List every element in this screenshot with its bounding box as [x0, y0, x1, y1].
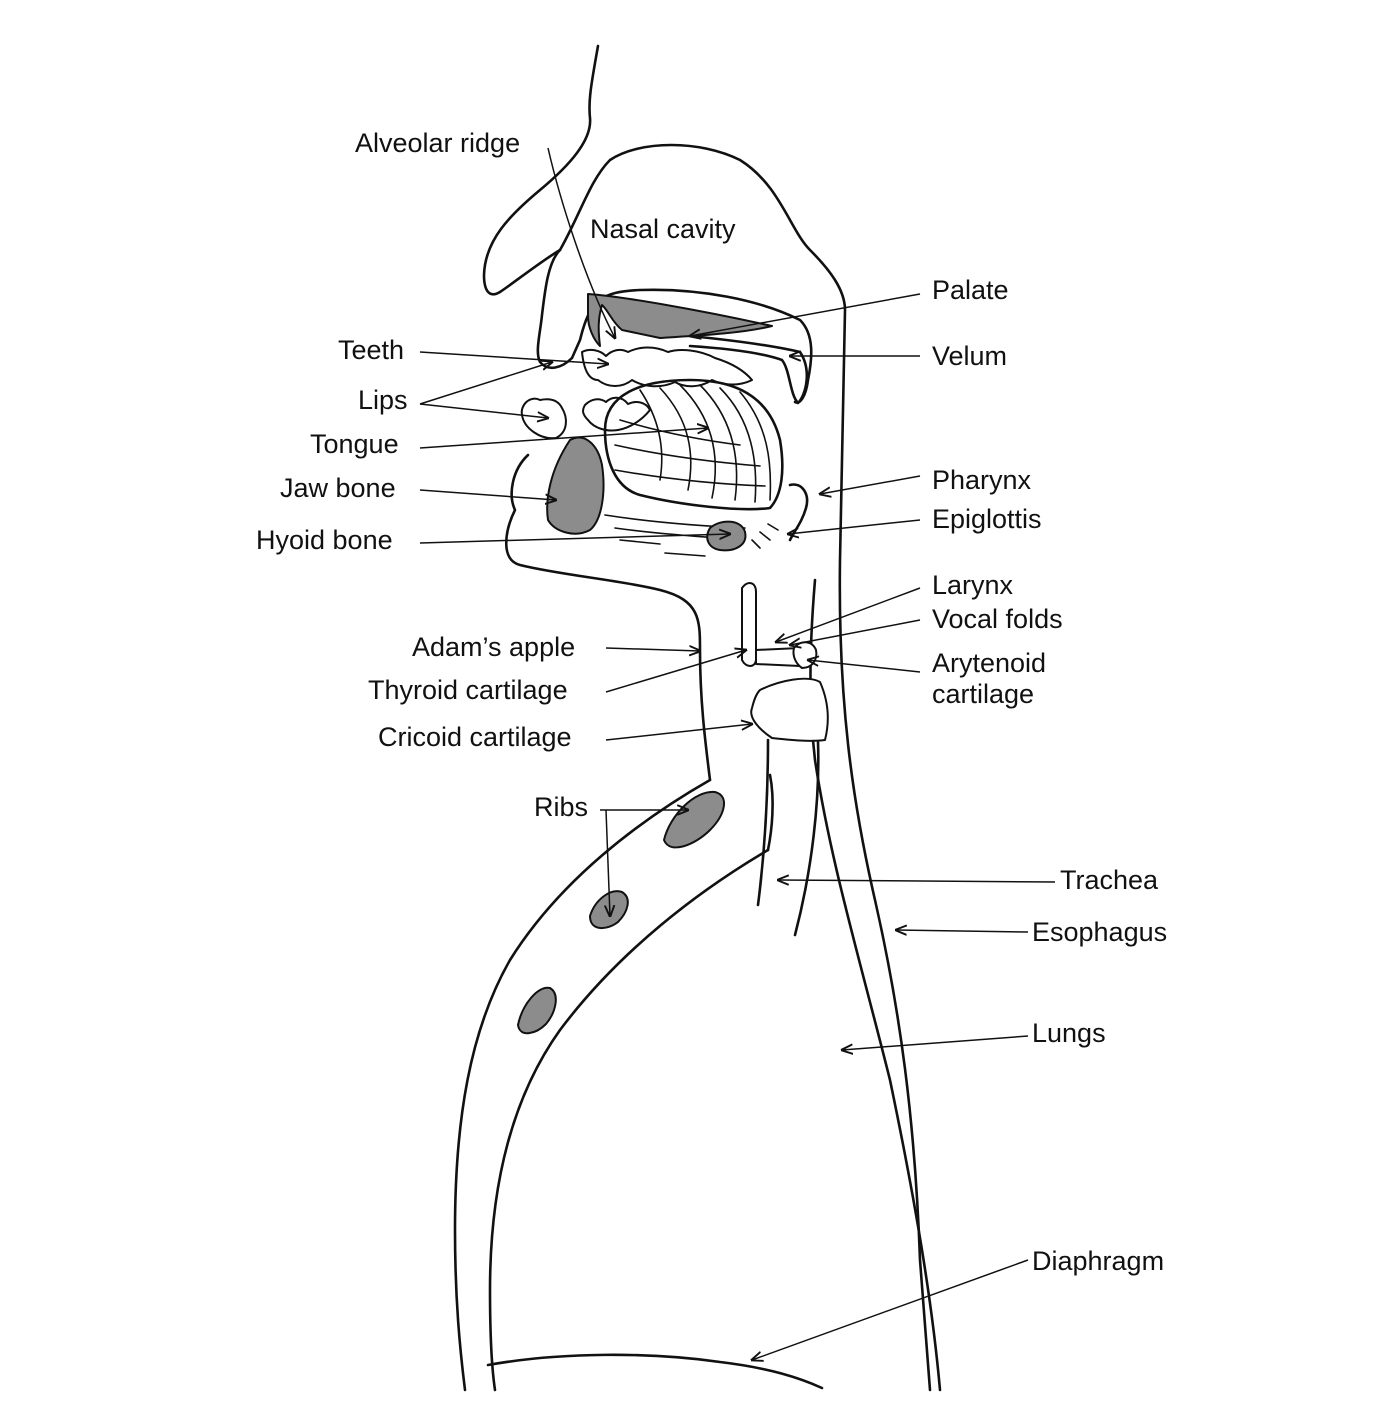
arytenoid-cartilage-shape: [792, 641, 818, 669]
label-hyoid-bone: Hyoid bone: [256, 525, 393, 555]
lower-lip: [520, 397, 567, 440]
label-larynx: Larynx: [932, 570, 1014, 600]
label-thyroid-cartilage: Thyroid cartilage: [368, 675, 568, 705]
leader-adams-apple: [605, 648, 700, 651]
face-outline: [482, 44, 600, 296]
label-esophagus: Esophagus: [1032, 917, 1167, 947]
chest-outer-outline: [453, 778, 712, 1392]
leader-lungs: [842, 1035, 1029, 1050]
leader-ribs-2: [606, 809, 610, 916]
epiglottis-dashes: [751, 523, 779, 549]
trachea-front: [756, 738, 770, 907]
leader-alveolar-ridge: [547, 147, 615, 338]
leader-jaw-bone: [419, 489, 556, 500]
label-lungs: Lungs: [1032, 1018, 1106, 1048]
trachea-back: [793, 740, 820, 937]
hyoid-bone: [706, 520, 747, 552]
label-pharynx: Pharynx: [932, 465, 1032, 495]
label-nasal-cavity: Nasal cavity: [590, 214, 736, 244]
chin-neck-outline: [505, 453, 712, 782]
label-ribs: Ribs: [534, 792, 588, 822]
label-tongue: Tongue: [310, 429, 399, 459]
leader-arytenoid: [808, 660, 921, 673]
leader-lips-lower: [419, 403, 548, 418]
neck-back-of-front: [766, 773, 774, 852]
label-teeth: Teeth: [338, 335, 404, 365]
label-velum: Velum: [932, 341, 1007, 371]
leader-lips-upper: [419, 362, 552, 405]
leader-larynx: [776, 587, 921, 642]
label-arytenoid-line2: cartilage: [932, 679, 1034, 709]
label-diaphragm: Diaphragm: [1032, 1246, 1164, 1276]
labels: Alveolar ridge Nasal cavity Palate Teeth…: [256, 128, 1167, 1276]
label-trachea: Trachea: [1060, 865, 1159, 895]
leader-pharynx: [820, 475, 921, 494]
leader-trachea: [778, 880, 1056, 882]
upper-teeth: [581, 346, 753, 388]
leader-tongue: [419, 428, 708, 449]
label-alveolar-ridge: Alveolar ridge: [355, 128, 520, 158]
label-palate: Palate: [932, 275, 1009, 305]
thyroid-cartilage-shape: [741, 582, 757, 667]
label-arytenoid-line1: Arytenoid: [932, 648, 1046, 678]
velum-shape: [688, 334, 809, 405]
diaphragm-curve: [486, 1353, 824, 1390]
leader-palate: [690, 293, 921, 336]
hard-palate: [587, 293, 773, 347]
leader-vocal-folds: [790, 619, 921, 645]
head-back-outline: [558, 143, 932, 1392]
chest-inner-outline: [488, 848, 770, 1392]
leader-epiglottis: [788, 519, 921, 534]
leader-lines: [419, 147, 1056, 1360]
upper-jaw-outline: [536, 248, 813, 404]
label-vocal-folds: Vocal folds: [932, 604, 1063, 634]
leader-cricoid-cartilage: [605, 724, 752, 741]
lower-teeth: [582, 396, 651, 432]
leader-esophagus: [896, 930, 1029, 932]
leader-hyoid-bone: [419, 534, 730, 544]
tongue-muscle-lines: [614, 384, 772, 503]
rib-3: [517, 986, 557, 1035]
label-lips: Lips: [358, 385, 408, 415]
tongue-shape: [603, 378, 784, 511]
label-cricoid-cartilage: Cricoid cartilage: [378, 722, 572, 752]
leader-diaphragm: [752, 1259, 1029, 1360]
cricoid-cartilage-shape: [750, 677, 829, 742]
leader-thyroid-cartilage: [605, 650, 746, 693]
label-adams-apple: Adam’s apple: [412, 632, 575, 662]
leader-teeth: [419, 351, 608, 364]
label-epiglottis: Epiglottis: [932, 504, 1042, 534]
label-jaw-bone: Jaw bone: [280, 473, 396, 503]
rib-1: [663, 790, 725, 849]
jaw-bone: [546, 436, 605, 535]
